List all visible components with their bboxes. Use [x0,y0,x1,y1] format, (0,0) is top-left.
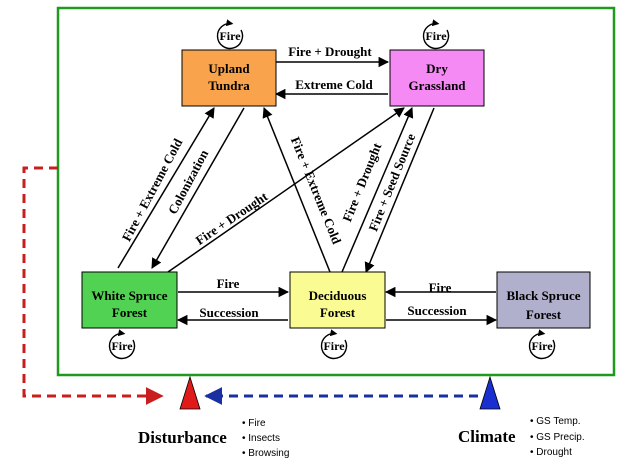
climate-item: • Drought [530,447,572,458]
state-white-spruce-forest: White Spruce Forest [81,271,178,329]
label-grassland-to-tundra: Extreme Cold [295,77,373,92]
climate-items: • GS Temp. • GS Precip. • Drought [530,416,585,458]
disturbance-triangle [179,375,201,410]
state-box [496,271,591,329]
climate-item: • GS Precip. [530,432,585,443]
label-white-to-deciduous: Fire [217,276,240,291]
arrow-grassland-to-deciduous [364,107,435,273]
state-box [181,49,277,107]
state-label-line2: Tundra [208,78,250,93]
self-loops: Fire Fire Fire Fire Fire [108,19,556,360]
label-tundra-to-grassland: Fire + Drought [288,44,372,59]
state-label-line2: Forest [526,307,562,322]
climate-triangle [479,375,501,410]
state-label-line1: Black Spruce [506,288,580,303]
self-loop-label: Fire [323,339,345,353]
arrow-white-to-grassland [167,107,405,273]
state-label-line2: Grassland [408,78,466,93]
state-box [389,49,485,107]
state-deciduous-forest: Deciduous Forest [289,271,386,329]
label-black-to-deciduous: Fire [429,280,452,295]
self-loop-label: Fire [219,29,241,43]
state-label-line1: Upland [208,61,250,76]
label-deciduous-to-black: Succession [407,303,467,318]
self-loop-upland-tundra: Fire [216,19,244,50]
self-loop-label: Fire [425,29,447,43]
self-loop-label: Fire [111,339,133,353]
transition-arrows [117,56,498,326]
self-loop-label: Fire [531,339,553,353]
state-box [81,271,178,329]
arrow-deciduous-to-tundra [262,107,331,273]
disturbance-item: • Insects [242,433,280,444]
self-loop-deciduous: Fire [320,329,348,360]
arrow-deciduous-to-grassland [341,107,414,273]
self-loop-white-spruce: Fire [108,329,136,360]
state-label-line1: Dry [426,61,448,76]
system-frame [56,6,616,377]
disturbance-title: Disturbance [138,428,227,447]
state-label-line1: White Spruce [91,288,167,303]
climate-title: Climate [458,427,516,446]
arrow-tundra-to-white [151,107,245,269]
climate-item: • GS Temp. [530,416,581,427]
state-black-spruce-forest: Black Spruce Forest [496,271,591,329]
disturbance-feedback-arrow [22,166,164,405]
state-dry-grassland: Dry Grassland [389,49,485,107]
state-upland-tundra: Upland Tundra [181,49,277,107]
disturbance-item: • Browsing [242,448,289,459]
label-deciduous-to-white: Succession [199,305,259,320]
self-loop-black-spruce: Fire [528,329,556,360]
state-box [289,271,386,329]
state-label-line2: Forest [320,305,356,320]
disturbance-item: • Fire [242,418,266,429]
self-loop-dry-grassland: Fire [422,19,450,50]
state-label-line1: Deciduous [309,288,367,303]
state-label-line2: Forest [112,305,148,320]
label-deciduous-to-tundra: Fire + Extreme Cold [288,135,345,247]
label-white-to-grassland: Fire + Drought [193,188,271,247]
arrow-white-to-tundra [117,107,215,269]
disturbance-items: • Fire • Insects • Browsing [242,418,289,459]
